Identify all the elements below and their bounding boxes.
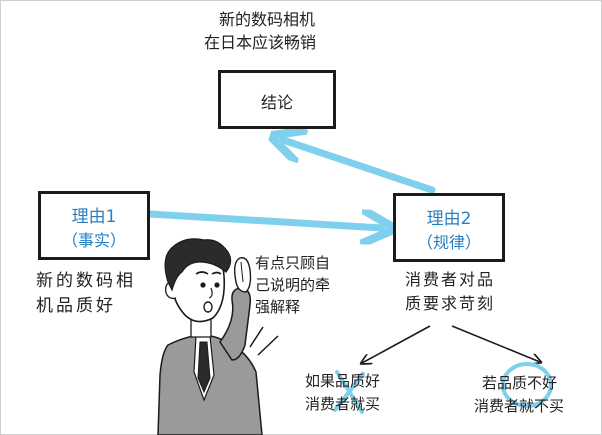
reason2-caption-line1: 消费者对品 bbox=[405, 270, 496, 289]
reason1-title: 理由1 bbox=[71, 207, 117, 227]
arrow-branch-right bbox=[451, 325, 540, 362]
arrow-reason1-to-reason2 bbox=[146, 214, 382, 228]
arrow-reason2-to-conclusion bbox=[283, 140, 436, 194]
reason2-title: 理由2 bbox=[426, 209, 472, 229]
branch-left-line2: 消费者就买 bbox=[305, 395, 381, 413]
reason2-box: 理由2 （规律） bbox=[393, 193, 505, 262]
branch-right-line1: 若品质不好 bbox=[482, 374, 558, 392]
thinking-man-illustration bbox=[157, 238, 263, 435]
reason2-subtitle: （规律） bbox=[416, 233, 481, 252]
cross-mark-icon bbox=[333, 370, 365, 414]
conclusion-box-label: 结论 bbox=[260, 93, 293, 112]
branch-left-line1: 如果品质好 bbox=[305, 372, 381, 390]
speech-text-line3: 强解释 bbox=[255, 298, 301, 316]
reason1-caption-line1: 新的数码相 bbox=[36, 271, 136, 291]
arrow-branch-left bbox=[362, 325, 431, 363]
reason1-box: 理由1 （事实） bbox=[38, 191, 150, 260]
speech-text-line2: 己说明的牵 bbox=[255, 276, 331, 294]
conclusion-caption-line2: 在日本应该畅销 bbox=[204, 33, 317, 52]
reason1-subtitle: （事实） bbox=[61, 231, 126, 250]
reason2-caption-line2: 质要求苛刻 bbox=[405, 294, 496, 313]
reason1-caption-line2: 机品质好 bbox=[36, 296, 116, 316]
speech-tail bbox=[249, 326, 279, 356]
branch-right-line2: 消费者就不买 bbox=[474, 397, 565, 415]
conclusion-box: 结论 bbox=[218, 70, 336, 129]
conclusion-caption-line1: 新的数码相机 bbox=[219, 10, 316, 29]
speech-text-line1: 有点只顾自 bbox=[255, 254, 331, 272]
circle-mark-icon bbox=[501, 362, 553, 408]
